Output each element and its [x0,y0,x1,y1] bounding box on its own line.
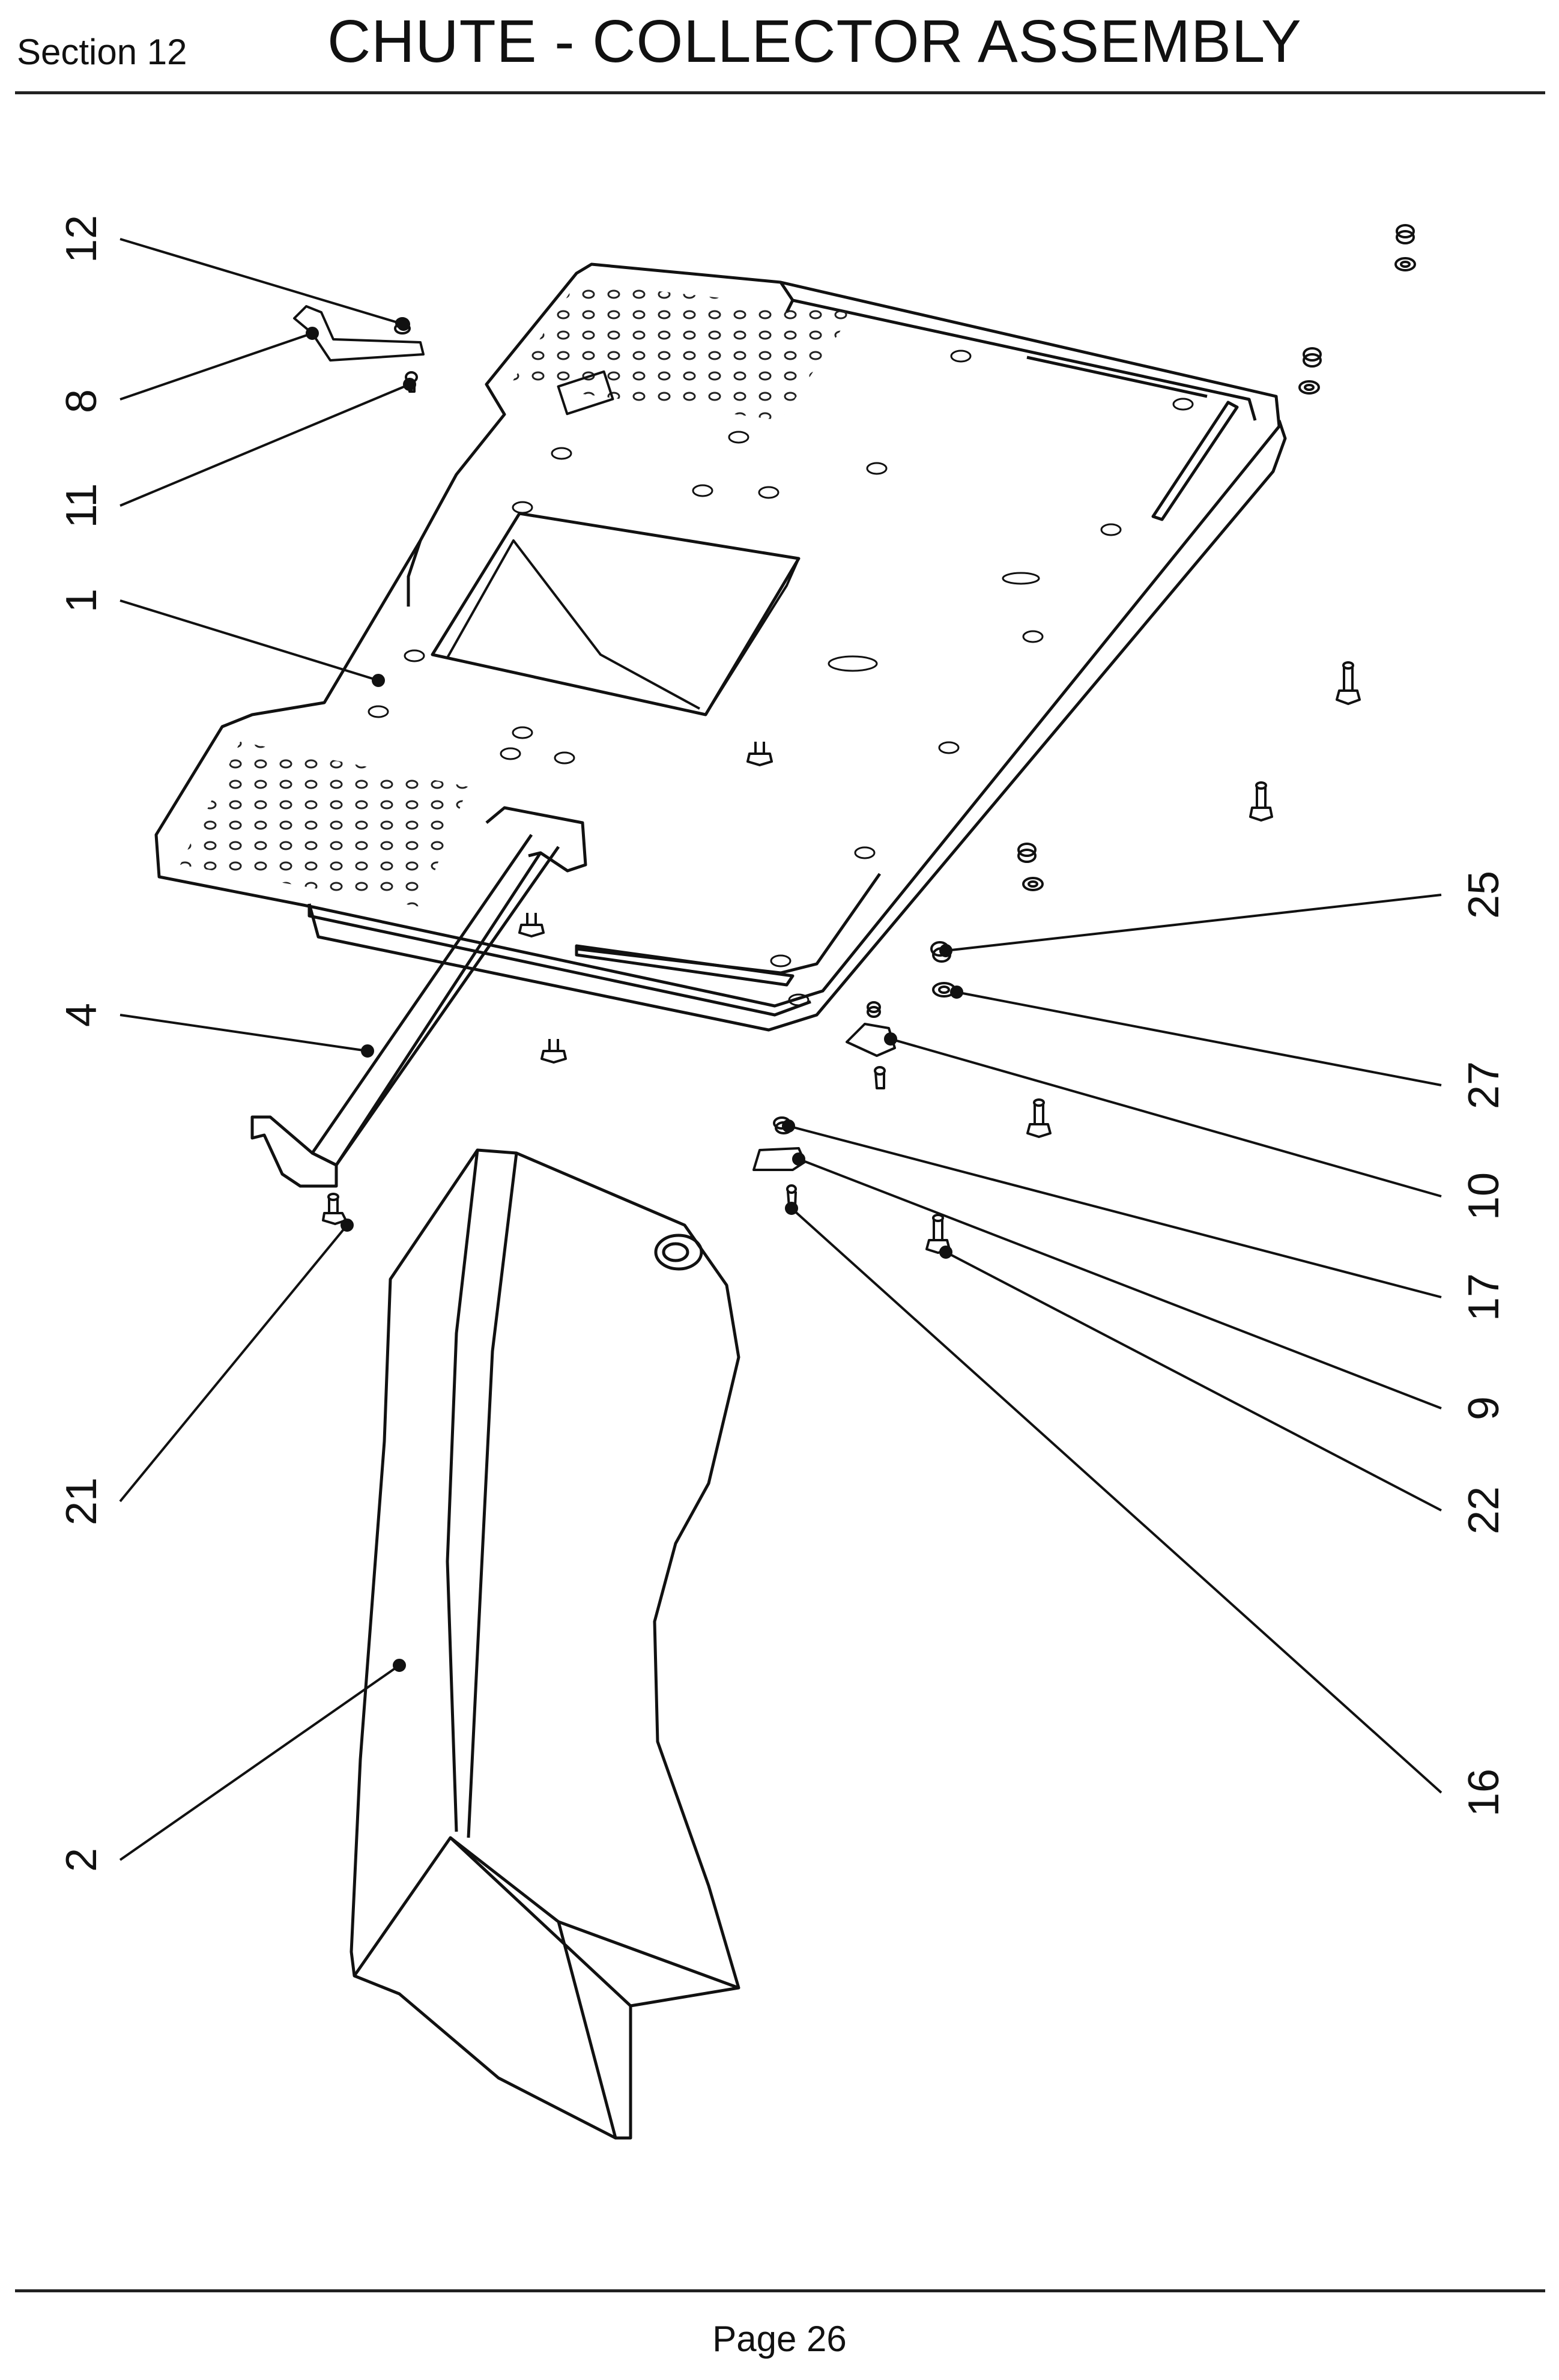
callout-1: 1 [58,589,106,613]
chute-fold-2 [467,1152,518,1838]
leader-10-dot [884,1032,897,1046]
chute-mouth-inner [449,1836,617,2139]
center-nut-washer [1017,843,1044,891]
top-left-bracket [293,305,425,362]
section-label: Section 12 [17,32,187,72]
plate-channel-line [1026,356,1208,398]
chute-body [350,1148,740,2140]
small-nut [867,1001,881,1018]
leader-lines [119,238,1442,1861]
plate-back-wall [779,281,1257,421]
leader-25-dot [939,944,952,957]
plate-bottom-lip [576,873,882,975]
strut-bottom-bracket [250,1115,338,1188]
leader-12 [120,238,404,326]
plate-perforations-bottom [180,742,468,907]
right-bolt-2 [1249,781,1273,822]
leader-2-dot [393,1659,406,1672]
leader-1 [120,599,379,682]
plate-perforations-top [510,282,853,420]
plate-left-flange [407,540,422,607]
plate-bolt-center [746,742,773,766]
lower-right-bolt [1026,1098,1052,1138]
chute-mouth-lip [558,1920,739,1990]
leader-25 [945,894,1442,952]
small-screw [874,1066,886,1089]
plate-center-opening [431,512,801,716]
plate-mounting-holes [368,350,1194,1007]
chute-fold-1 [446,1149,479,1832]
collector-plate [154,262,1287,1032]
leader-9 [798,1158,1442,1410]
callout-12: 12 [58,215,106,263]
bolt-21 [322,1193,347,1225]
plate-square-cutout [557,370,614,416]
plate-lower-rim [307,420,1287,1032]
chute-hook-hole-inner [662,1242,689,1262]
right-bolt-1 [1336,661,1361,705]
top-right-nut-1 [1394,224,1416,271]
plate-opening-lip [704,558,800,716]
leader-21-dot [341,1219,354,1232]
leader-8-dot [306,327,319,340]
leader-11 [120,383,410,507]
callout-22: 22 [1460,1486,1508,1534]
page-title: CHUTE - COLLECTOR ASSEMBLY [327,8,1302,75]
leader-27-dot [950,986,963,999]
callout-16: 16 [1460,1769,1508,1817]
plate-bottom-slot [575,944,795,987]
leader-8 [120,332,313,401]
hardware [293,224,1416,1254]
plate-opening-inner [446,539,700,710]
leader-17 [788,1125,1442,1298]
free-bolt-left [540,1039,567,1064]
callout-11: 11 [58,483,106,528]
callout-9: 9 [1460,1396,1508,1420]
leader-12-dot [397,318,410,331]
callout-4: 4 [58,1003,106,1027]
chute-mouth-edge [353,1836,632,2007]
callout-labels: 12 8 11 1 4 21 2 25 27 10 17 9 22 16 [58,215,1508,1872]
callout-2: 2 [58,1848,106,1872]
leader-9-dot [792,1152,805,1166]
leader-4-dot [361,1044,374,1058]
leader-21 [119,1224,348,1503]
plate-bolt-lower [518,913,545,937]
plate-rim-inner-line [307,904,811,1017]
leader-16-dot [785,1202,798,1215]
strut-bar-edge [335,852,542,1166]
header-divider [15,91,1545,94]
callout-17: 17 [1460,1273,1508,1321]
chute-outline [350,1148,740,2140]
leader-2 [119,1664,401,1861]
callout-10: 10 [1460,1172,1508,1220]
plate-outline [154,262,1281,1008]
leader-16 [790,1207,1442,1794]
page-number: Page 26 [712,2319,847,2359]
leader-27 [956,991,1442,1086]
leader-17-dot [782,1119,795,1133]
support-strut [250,806,587,1188]
leader-1-dot [372,674,385,687]
callout-8: 8 [58,389,106,413]
plate-right-slot [1151,401,1239,521]
chute-hook-hole [654,1234,703,1271]
callout-27: 27 [1460,1061,1508,1109]
leader-10 [890,1038,1442,1198]
callout-25: 25 [1460,871,1508,919]
leader-4 [120,1014,368,1052]
top-right-nut-2 [1298,347,1322,395]
callout-21: 21 [58,1477,106,1525]
leader-22 [945,1251,1442,1512]
leader-11-dot [403,378,416,391]
footer-divider [15,2289,1545,2292]
leader-22-dot [939,1246,952,1259]
